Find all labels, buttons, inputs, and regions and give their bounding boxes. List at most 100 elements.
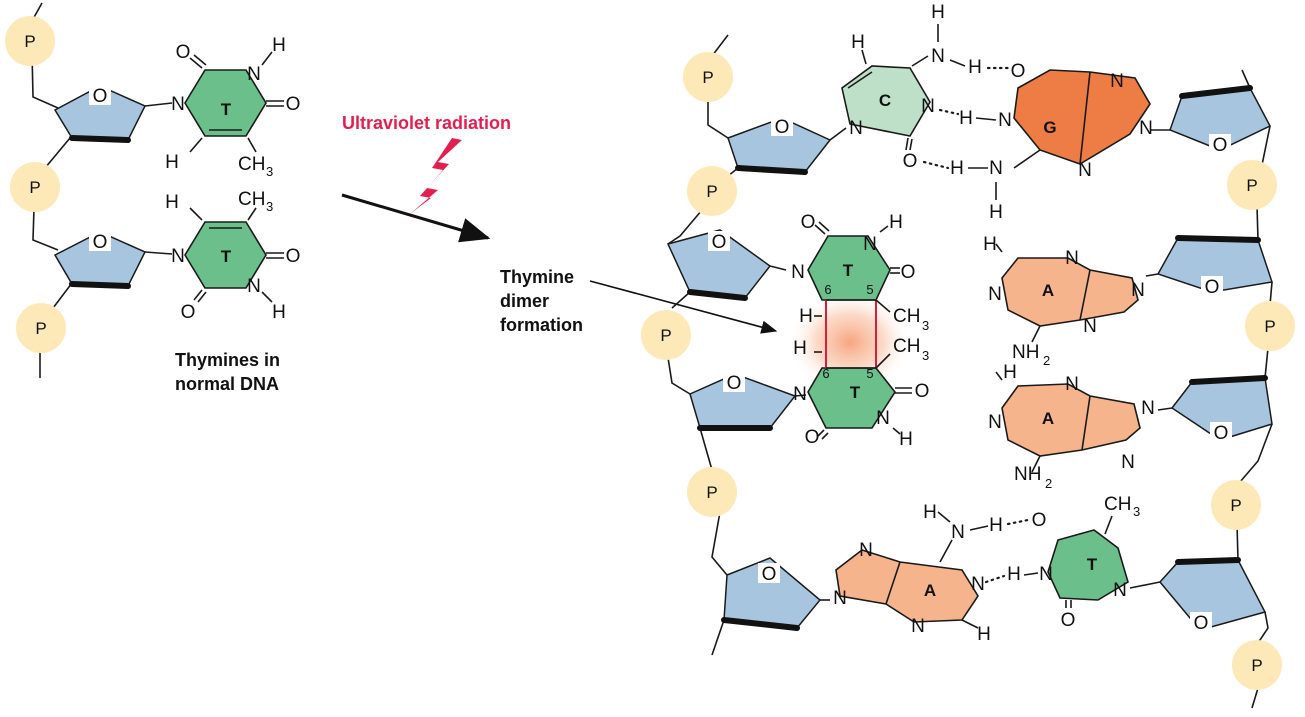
svg-text:O: O <box>1194 613 1209 634</box>
svg-text:H: H <box>989 515 1003 536</box>
svg-text:2: 2 <box>1045 476 1052 491</box>
svg-text:N: N <box>791 262 805 283</box>
phosphate-label: P <box>660 326 671 345</box>
svg-text:N: N <box>1078 160 1092 181</box>
phosphate-circle <box>641 310 691 360</box>
svg-text:H: H <box>931 2 945 23</box>
svg-text:H: H <box>851 32 865 53</box>
atom-label: H <box>165 192 179 213</box>
right-backbone: P P P P O O O O <box>1129 69 1295 709</box>
svg-text:N: N <box>951 522 965 543</box>
lightning-icon <box>410 138 462 214</box>
phosphate-label: P <box>1246 176 1257 195</box>
phosphate-circle <box>687 166 737 216</box>
reaction-arrow <box>341 193 491 243</box>
svg-text:O: O <box>762 564 777 585</box>
thymine-ring <box>184 69 267 137</box>
svg-text:3: 3 <box>1133 504 1140 519</box>
adenine-letter: A <box>1042 409 1054 428</box>
phosphate-circle <box>16 303 66 353</box>
thymine-letter: T <box>221 100 232 119</box>
thymine-ring <box>807 235 891 301</box>
svg-text:6: 6 <box>822 366 829 381</box>
deoxyribose-sugar <box>723 557 822 629</box>
svg-text:5: 5 <box>866 282 873 297</box>
atom-label: O <box>93 232 108 253</box>
phosphate-label: P <box>702 68 713 87</box>
thymine-ring <box>184 221 267 289</box>
svg-text:N: N <box>1065 248 1079 269</box>
svg-text:N: N <box>1065 374 1079 395</box>
svg-text:O: O <box>801 212 816 233</box>
svg-text:N: N <box>1139 118 1153 139</box>
svg-text:N: N <box>863 234 877 255</box>
svg-text:N: N <box>793 384 807 405</box>
cytosine-guanine-pair: C N N H N H H O O H H G N N N N N H <box>841 2 1153 223</box>
atom-label: O <box>93 86 108 107</box>
svg-text:6: 6 <box>824 282 831 297</box>
svg-text:N: N <box>859 540 873 561</box>
phosphate-circle <box>1232 640 1282 690</box>
svg-text:3: 3 <box>266 164 273 179</box>
svg-text:H: H <box>959 108 973 129</box>
thymine-ring <box>1047 529 1129 601</box>
svg-text:H: H <box>1003 362 1017 383</box>
svg-text:N: N <box>911 616 925 637</box>
svg-text:N: N <box>1121 452 1135 473</box>
svg-text:H: H <box>977 624 991 645</box>
cytosine-ring <box>841 65 931 137</box>
guanine-ring <box>1013 69 1151 165</box>
svg-text:CH: CH <box>1104 494 1131 515</box>
svg-text:O: O <box>1214 423 1229 444</box>
svg-text:N: N <box>1113 580 1127 601</box>
svg-text:N: N <box>998 110 1012 131</box>
uv-group: Ultraviolet radiation Thymine dimer form… <box>341 113 778 335</box>
atom-label: N <box>247 276 261 297</box>
svg-text:N: N <box>971 574 985 595</box>
uv-label: Ultraviolet radiation <box>342 113 511 133</box>
phosphate-circle <box>5 16 55 66</box>
thymine-letter: T <box>221 247 232 266</box>
atom-label: N <box>247 64 261 85</box>
thymine-letter: T <box>843 261 854 280</box>
svg-text:H: H <box>899 429 913 450</box>
adenine-ring <box>835 549 979 623</box>
svg-text:CH: CH <box>893 306 920 327</box>
svg-text:H: H <box>799 306 813 327</box>
phosphate-circle <box>1245 301 1295 351</box>
adenine-ring <box>1001 257 1139 327</box>
phosphate-label: P <box>1264 317 1275 336</box>
svg-text:5: 5 <box>866 366 873 381</box>
svg-text:N: N <box>1141 398 1155 419</box>
svg-text:O: O <box>775 117 790 138</box>
svg-text:O: O <box>727 373 742 394</box>
normal-dna-group: P P P O T N N O H O H CH 3 O <box>5 2 300 394</box>
svg-text:N: N <box>989 158 1003 179</box>
phosphate-circle <box>683 52 733 102</box>
left-backbone: P P P P O O O O <box>641 34 847 656</box>
phosphate-label: P <box>24 32 35 51</box>
normal-dna-caption: Thymines in <box>175 350 280 370</box>
svg-text:NH: NH <box>1012 342 1039 363</box>
atom-label: O <box>181 302 196 323</box>
atom-label: H <box>272 302 286 323</box>
svg-text:2: 2 <box>1043 353 1050 368</box>
phosphate-label: P <box>706 182 717 201</box>
svg-text:3: 3 <box>266 199 273 214</box>
svg-text:H: H <box>950 158 964 179</box>
svg-text:O: O <box>712 232 727 253</box>
atom-label: O <box>176 42 191 63</box>
deoxyribose-sugar <box>1159 559 1267 631</box>
svg-text:NH: NH <box>1014 464 1041 485</box>
phosphate-label: P <box>1230 496 1241 515</box>
phosphate-label: P <box>706 483 717 502</box>
svg-text:N: N <box>921 96 935 117</box>
guanine-letter: G <box>1043 118 1056 137</box>
svg-text:3: 3 <box>922 318 929 333</box>
svg-text:O: O <box>915 381 930 402</box>
svg-text:N: N <box>1131 280 1145 301</box>
svg-text:N: N <box>1039 564 1053 585</box>
svg-text:O: O <box>1205 277 1220 298</box>
dimer-caption: dimer <box>500 291 549 311</box>
